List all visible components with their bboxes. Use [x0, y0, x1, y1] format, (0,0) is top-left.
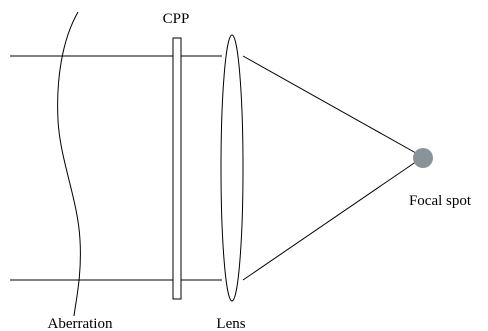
cpp-plate — [172, 37, 182, 300]
focus-ray-top — [242, 55, 424, 158]
lens — [220, 34, 244, 302]
focal-spot-dot — [413, 148, 433, 168]
aberration-label: Aberration — [48, 316, 113, 331]
focal-spot-label: Focal spot — [409, 193, 472, 209]
cpp-label: CPP — [163, 11, 190, 27]
lens-label: Lens — [216, 316, 245, 331]
aberration-wavefront-curve — [57, 11, 81, 317]
focus-ray-bottom — [242, 156, 424, 281]
